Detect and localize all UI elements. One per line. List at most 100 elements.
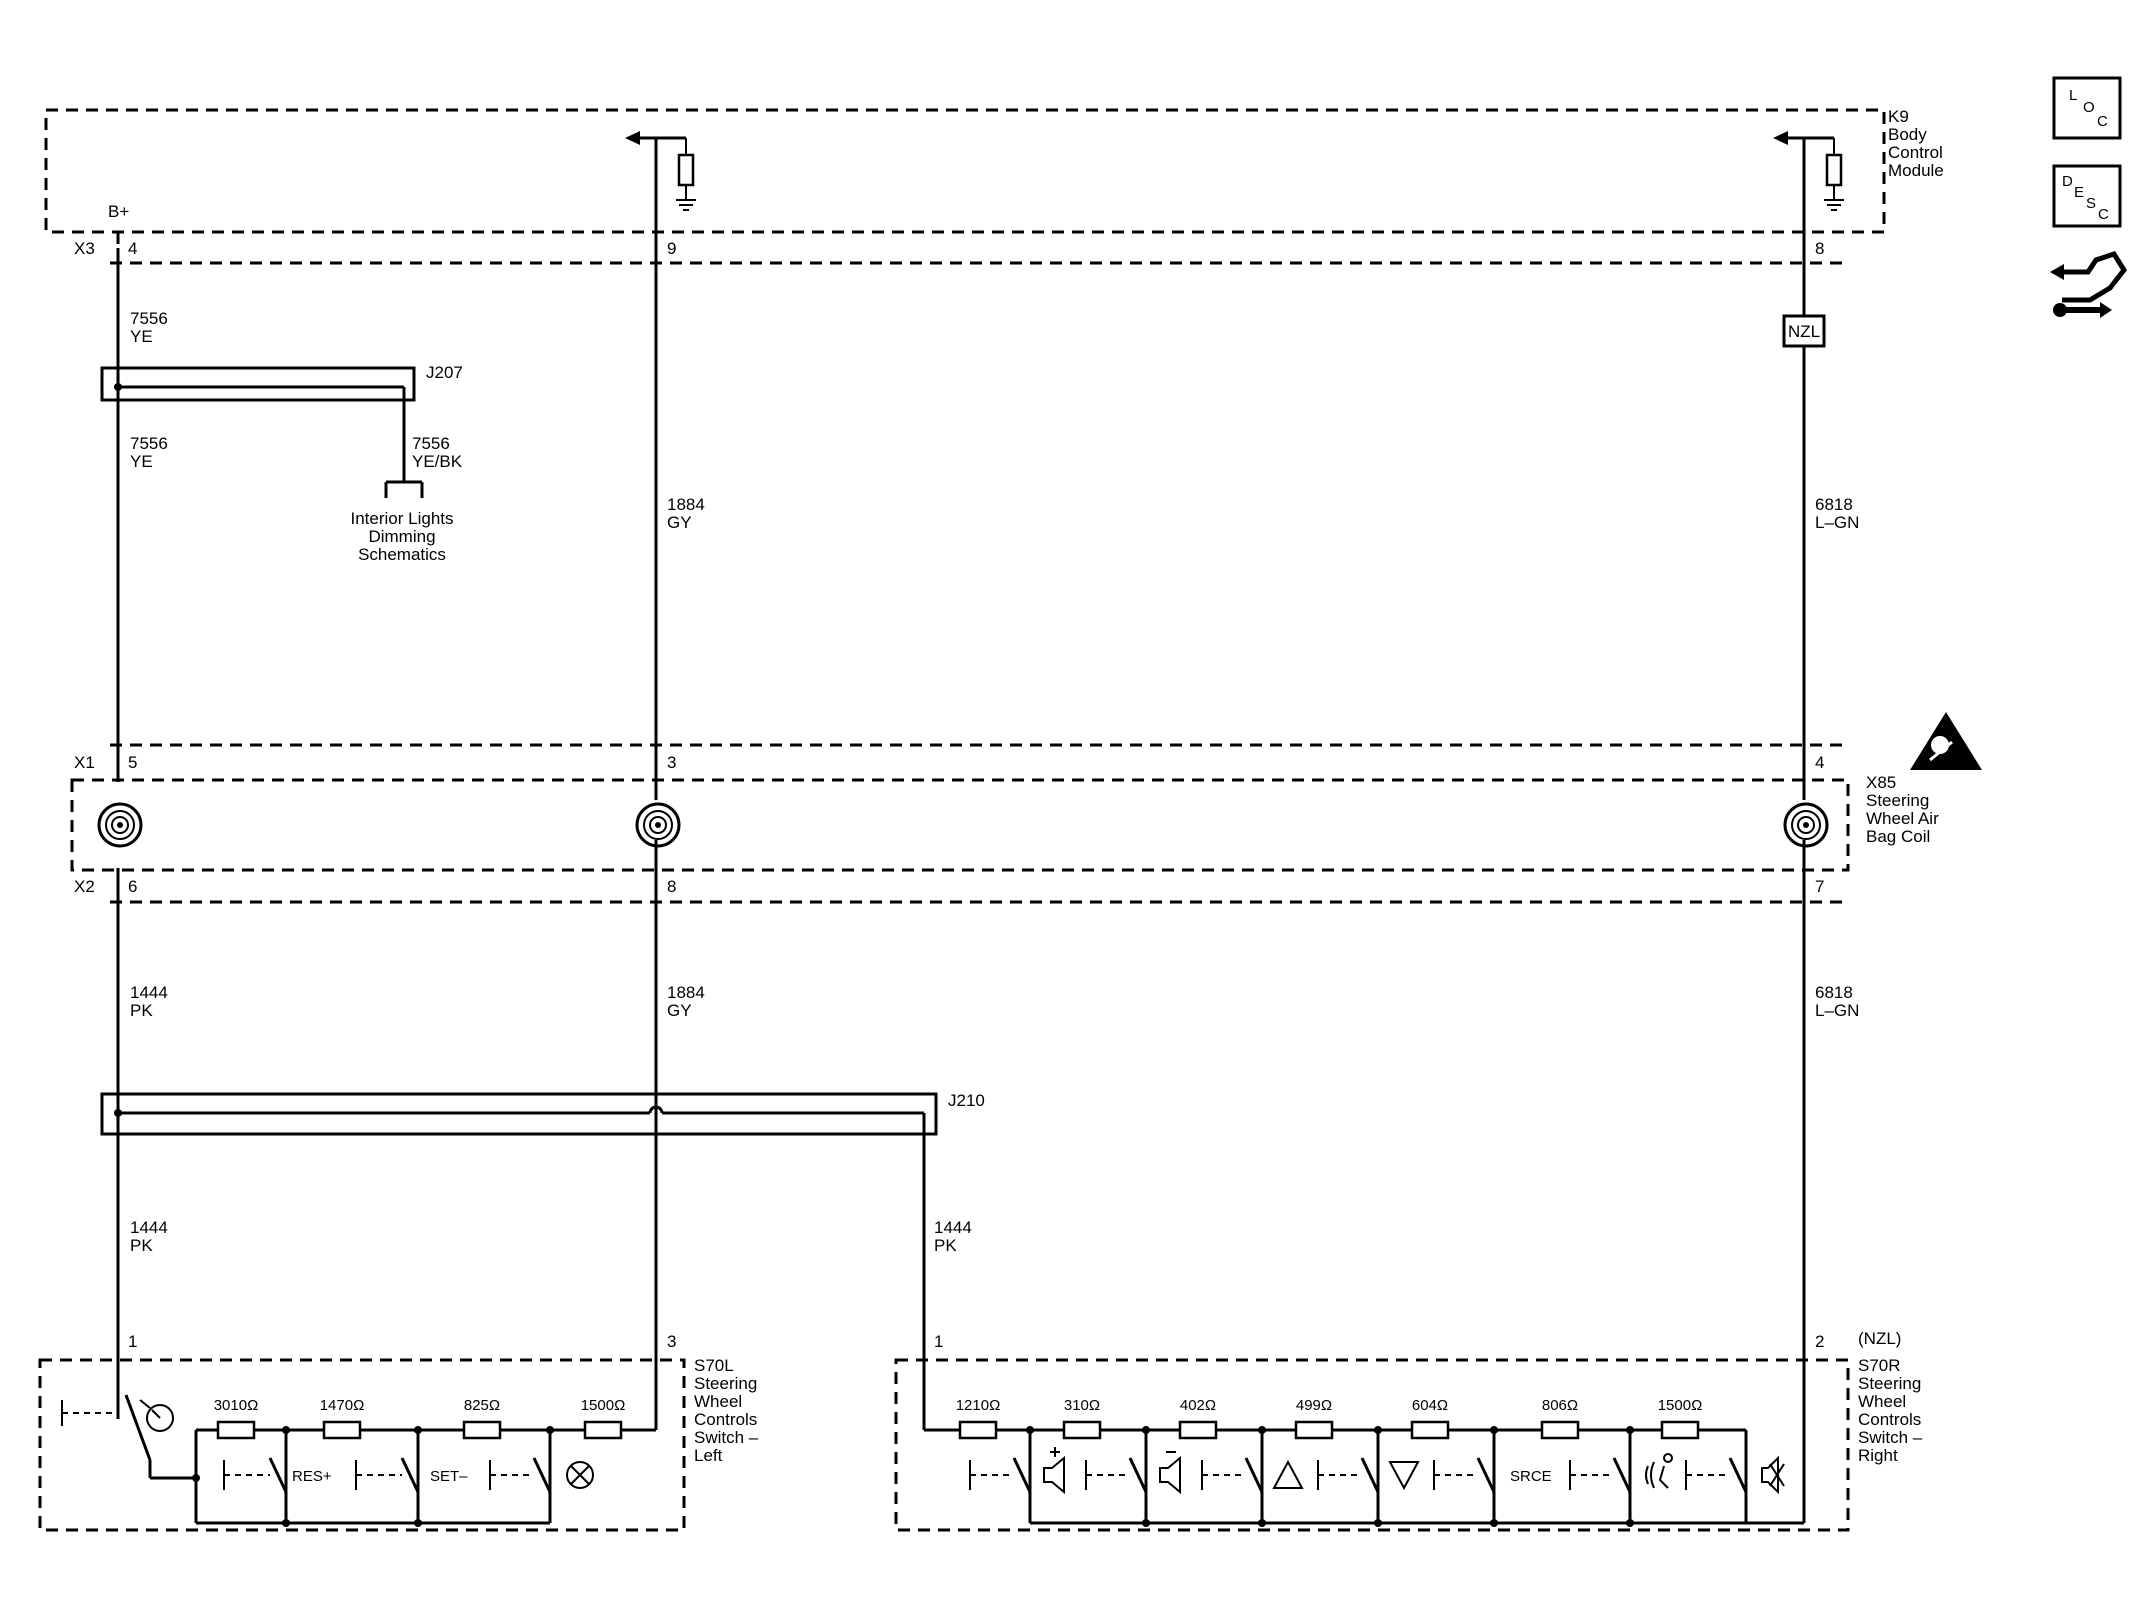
s70r-label-line-6: Right — [1858, 1446, 1898, 1465]
wire-color-pk: PK — [934, 1236, 957, 1255]
airbag-label-line-3: Wheel Air — [1866, 809, 1939, 828]
interior-lights-reference: Interior Lights Dimming Schematics — [351, 509, 454, 564]
wire-color-pk: PK — [130, 1001, 153, 1020]
s70l-steering-wheel-controls-switch-left: 1 3 S70L Steering Wheel Controls Switch … — [38, 1332, 759, 1532]
splice-j210: J210 — [100, 1091, 985, 1419]
resistor-value: 499Ω — [1296, 1397, 1332, 1414]
wire-color-gy: GY — [667, 1001, 692, 1020]
resistor-value: 825Ω — [464, 1397, 500, 1414]
connector-x3-label: X3 — [74, 239, 95, 258]
seek-down-icon — [1388, 1461, 1420, 1491]
s70l-pin-3: 3 — [667, 1332, 676, 1351]
momentary-switch — [223, 1457, 288, 1493]
s70r-pin-1: 1 — [934, 1332, 943, 1351]
x85-airbag-coil: X85 Steering Wheel Air Bag Coil — [70, 743, 1939, 904]
s70r-label-line-3: Wheel — [1858, 1392, 1906, 1411]
s70l-label-line-2: Steering — [694, 1374, 757, 1393]
wire-color-ye: YE — [130, 452, 153, 471]
resistor — [1178, 1420, 1218, 1440]
wire-label-7556: 7556 — [130, 309, 168, 328]
interior-lights-line-2: Dimming — [368, 527, 435, 546]
desc-letter-c: C — [2098, 206, 2109, 223]
volume-up-icon — [1043, 1447, 1065, 1495]
resistor — [216, 1420, 256, 1440]
bcm-input-circuit-9 — [625, 131, 696, 248]
x2-pin-6: 6 — [128, 877, 137, 896]
cruise-control-icon — [139, 1399, 174, 1432]
splice-j207-label: J207 — [426, 363, 463, 382]
coil-symbol — [635, 802, 681, 848]
resistor — [462, 1420, 502, 1440]
wire-label-7556: 7556 — [130, 434, 168, 453]
wire-label-1884: 1884 — [667, 983, 705, 1002]
voice-recognition-icon — [1645, 1453, 1673, 1489]
option-nzl-label: NZL — [1788, 322, 1820, 341]
resistor-value: 3010Ω — [214, 1397, 259, 1414]
wire-label-1444: 1444 — [934, 1218, 972, 1237]
wire-color-l-gn: L–GN — [1815, 513, 1859, 532]
connector-x2-label: X2 — [74, 877, 95, 896]
switch-label-res-plus: RES+ — [292, 1468, 332, 1485]
x1-pin-5: 5 — [128, 753, 137, 772]
wire-color-gy: GY — [667, 513, 692, 532]
momentary-switch — [489, 1457, 552, 1493]
s70l-label-line-5: Switch – — [694, 1428, 759, 1447]
airbag-label-line-2: Steering — [1866, 791, 1929, 810]
bcm-label-line-1: K9 — [1888, 107, 1909, 126]
resistor — [583, 1420, 623, 1440]
resistor-value: 1210Ω — [956, 1397, 1001, 1414]
momentary-switch — [1201, 1457, 1264, 1493]
splice-j210-label: J210 — [948, 1091, 985, 1110]
wire-label-1884: 1884 — [667, 495, 705, 514]
x2-pin-8: 8 — [667, 877, 676, 896]
seek-up-icon — [1272, 1459, 1304, 1489]
option-box-nzl: NZL — [1782, 314, 1826, 348]
desc-letter-e: E — [2074, 184, 2084, 201]
s70l-pin-1: 1 — [128, 1332, 137, 1351]
resistor-value: 1470Ω — [320, 1397, 365, 1414]
s70r-label-line-2: Steering — [1858, 1374, 1921, 1393]
interior-lights-line-3: Schematics — [358, 545, 446, 564]
connector-repair-icon[interactable] — [2050, 251, 2128, 318]
wire-label-7556: 7556 — [412, 434, 450, 453]
splice-j207: J207 — [100, 363, 463, 498]
resistor-value: 1500Ω — [581, 1397, 626, 1414]
loc-letter-l: L — [2069, 87, 2077, 104]
momentary-switch — [1317, 1457, 1380, 1493]
resistor-value: 402Ω — [1180, 1397, 1216, 1414]
s70l-circuit — [61, 1394, 658, 1527]
switch-label-srce: SRCE — [1510, 1468, 1552, 1485]
momentary-switch — [355, 1457, 420, 1493]
wire-label-1444: 1444 — [130, 1218, 168, 1237]
s70r-circuit — [922, 1419, 1806, 1527]
resistor — [1294, 1420, 1334, 1440]
loc-letter-c: C — [2097, 113, 2108, 130]
description-view-icon[interactable]: D E S C — [2052, 164, 2122, 228]
wire-color-ye-bk: YE/BK — [412, 452, 463, 471]
volume-down-icon — [1159, 1451, 1181, 1495]
desc-letter-d: D — [2062, 173, 2073, 190]
resistor — [1660, 1420, 1700, 1440]
momentary-switch — [1685, 1457, 1748, 1493]
wire-color-l-gn: L–GN — [1815, 1001, 1859, 1020]
location-view-icon[interactable]: L O C — [2052, 76, 2122, 140]
cancel-icon — [566, 1461, 594, 1489]
resistor — [322, 1420, 362, 1440]
momentary-switch — [1433, 1457, 1496, 1493]
wire-label-6818: 6818 — [1815, 983, 1853, 1002]
mute-icon — [1761, 1455, 1785, 1495]
resistor-value: 604Ω — [1412, 1397, 1448, 1414]
momentary-switch — [1569, 1457, 1632, 1493]
k9-body-control-module: K9 Body Control Module — [44, 107, 1944, 265]
s70r-option-nzl: (NZL) — [1858, 1329, 1901, 1348]
bcm-input-circuit-8 — [1773, 131, 1844, 248]
bcm-label-line-3: Control — [1888, 143, 1943, 162]
x2-pin-7: 7 — [1815, 877, 1824, 896]
resistor — [1410, 1420, 1450, 1440]
resistor — [1540, 1420, 1580, 1440]
airbag-warning-icon — [1910, 712, 1982, 770]
wire-label-6818: 6818 — [1815, 495, 1853, 514]
s70r-label-line-1: S70R — [1858, 1356, 1901, 1375]
s70l-label-line-4: Controls — [694, 1410, 757, 1429]
